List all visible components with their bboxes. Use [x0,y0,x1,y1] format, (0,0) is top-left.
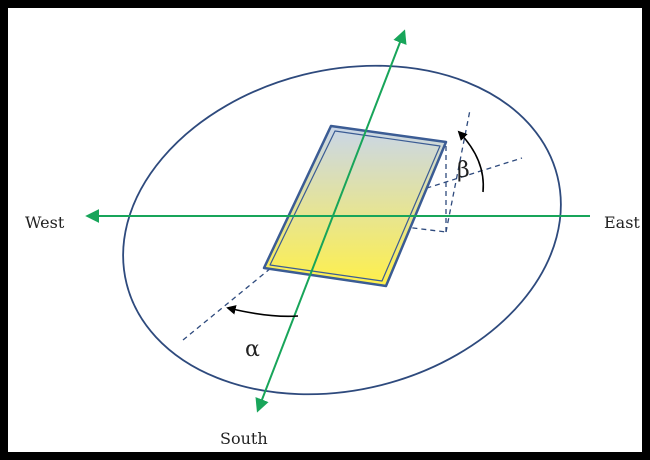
east-label: East [604,213,640,232]
tilt-helper-line [445,109,471,233]
beta-label: β [457,158,470,183]
solar-panel [262,124,448,288]
west-label: West [25,213,65,232]
tilt-angle-arc [457,130,485,193]
south-label: South [220,429,268,448]
alpha-label: α [245,337,260,362]
north-south-axis [255,29,407,413]
azimuth-angle-arc [226,305,299,318]
